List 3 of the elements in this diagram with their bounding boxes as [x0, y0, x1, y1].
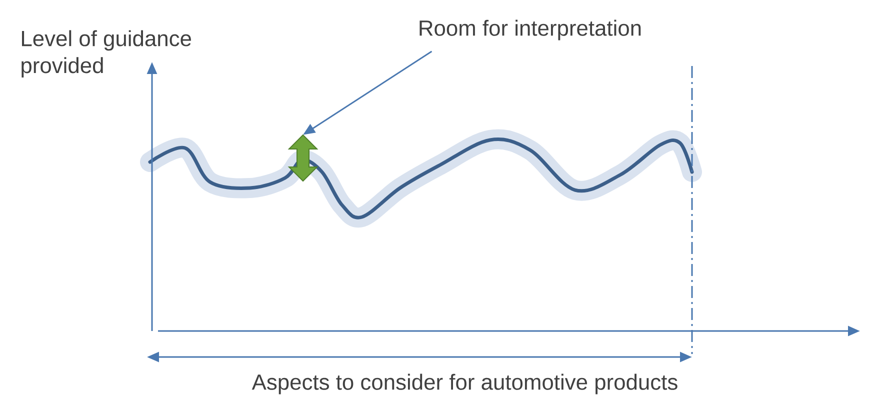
callout-text: Room for interpretation	[420, 20, 641, 40]
axis-label: Level of guidance provided	[22, 30, 191, 78]
axis-label: Aspects to consider for automotive products	[252, 374, 678, 394]
